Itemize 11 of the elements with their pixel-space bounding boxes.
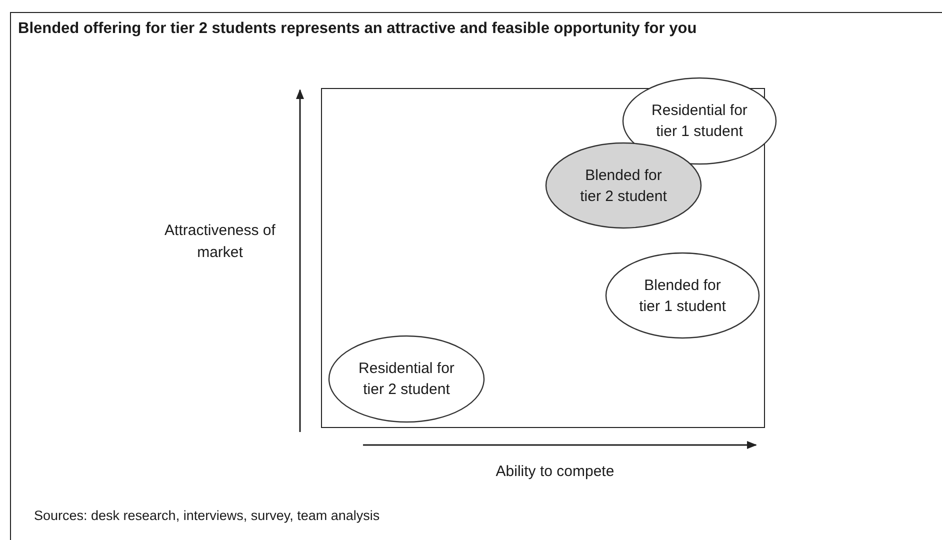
- ellipse-label: Blended for tier 2 student: [579, 166, 668, 206]
- source-note: Sources: desk research, interviews, survey, team analysis: [34, 508, 380, 523]
- ellipse-label: Residential for tier 1 student: [650, 101, 748, 142]
- segment-ellipse: [545, 142, 702, 229]
- segment-ellipse: [605, 252, 760, 339]
- ellipse-label: Blended for tier 1 student: [638, 276, 727, 316]
- ellipse-label: Residential for tier 2 student: [358, 359, 456, 400]
- segment-ellipse: [328, 335, 485, 423]
- axis-label: Ability to compete: [494, 462, 616, 482]
- chart-title: Blended offering for tier 2 students represents an attractive and feasible opportunity for you: [18, 20, 697, 38]
- axis-label: Attractiveness of market: [164, 221, 276, 263]
